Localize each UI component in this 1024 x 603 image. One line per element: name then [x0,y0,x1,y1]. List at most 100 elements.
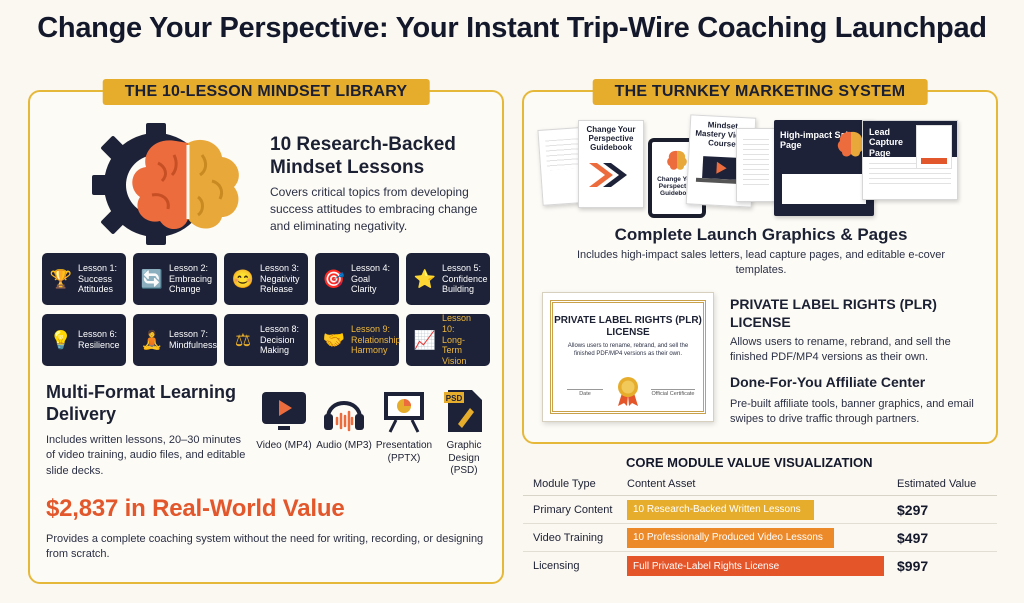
lessons-heading: 10 Research-Backed Mindset Lessons [270,134,456,178]
value-bar: 10 Research-Backed Written Lessons [627,499,814,520]
lesson-card-2: 🔄 Lesson 2:Embracing Change [133,253,217,305]
certificate-date-line: Date [567,389,603,397]
lessons-description: Covers critical topics from developing s… [270,185,478,233]
format-video: Video (MP4) [254,388,314,478]
real-world-value-heading: $2,837 in Real-World Value [46,495,345,522]
lesson-topic: Resilience [78,340,120,350]
estimated-value-cell: $497 [897,529,929,546]
marketing-system-banner: THE TURNKEY MARKETING SYSTEM [592,79,928,105]
format-graphic-design: PSD Graphic Design (PSD) [434,388,494,478]
lesson-topic: Negativity Release [260,273,300,295]
lesson-topic: Goal Clarity [351,273,377,295]
lesson-card-7: 🧘 Lesson 7:Mindfulness [133,314,217,366]
marketing-system-panel: THE TURNKEY MARKETING SYSTEM Change Your… [522,79,998,444]
lesson-card-8: ⚖ Lesson 8:Decision Making [224,314,308,366]
lesson-card-1: 🏆 Lesson 1:Success Attitudes [42,253,126,305]
video-course-mockup: Mindset Mastery Video Course [685,114,757,208]
format-list: Video (MP4) Audio (MP3) [254,388,494,478]
sales-page-title: High-impact Sales Page [780,130,859,151]
scales-icon: ⚖ [234,329,252,350]
psd-file-icon: PSD [444,390,482,432]
lesson-label: Lesson 6: [78,329,118,340]
real-world-value-description: Provides a complete coaching system with… [46,533,484,561]
video-player-icon [262,392,306,430]
brain-gear-icon [92,123,239,245]
lesson-label: Lesson 5: [442,262,482,273]
target-icon: 🎯 [322,268,346,289]
lesson-topic: Embracing Change [169,273,213,295]
guidebook-mockup-title: Change Your Perspective Guidebook [586,125,636,153]
module-type-cell: Primary Content [533,503,613,516]
meditation-icon: 🧘 [140,329,164,350]
lesson-card-3: 😊 Lesson 3:Negativity Release [224,253,308,305]
module-type-cell: Licensing [533,560,580,572]
faces-icon: 😊 [231,268,255,289]
mindset-library-panel: THE 10-LESSON MINDSET LIBRARY 10 Researc… [28,79,504,584]
laptop-icon [695,155,747,184]
module-type-cell: Video Training [533,531,604,544]
psd-badge: PSD [446,394,463,403]
certificate-text: Allows users to rename, rebrand, and sel… [567,343,689,357]
format-label: Audio (MP3) [316,440,372,451]
plr-license-heading: PRIVATE LABEL RIGHTS (PLR) LICENSE [730,296,937,330]
table-row: Licensing Full Private-Label Rights Lice… [523,552,997,580]
award-seal-icon [618,377,638,406]
value-bar: 10 Professionally Produced Video Lessons [627,527,834,548]
presentation-board-icon [384,392,424,433]
mindset-library-banner: THE 10-LESSON MINDSET LIBRARY [102,79,430,105]
format-presentation: Presentation (PPTX) [374,388,434,478]
lesson-card-5: ⭐ Lesson 5:Confidence Building [406,253,490,305]
launch-mockups-image: Change Your Perspective Guidebook Change… [537,114,984,222]
column-header-module-type: Module Type [533,477,596,490]
growth-chart-icon: 📈 [413,329,437,350]
trophy-icon: 🏆 [49,268,73,289]
cycle-arrows-icon: 🔄 [140,268,164,289]
lesson-label: Lesson 10: [442,313,472,334]
lesson-topic: Relationship Harmony [351,334,401,356]
format-label: Video (MP4) [256,440,312,451]
brain-icon [837,131,865,157]
page-title: Change Your Perspective: Your Instant Tr… [37,12,987,44]
lead-page-title: Lead Capture Page [869,127,904,158]
estimated-value-cell: $297 [897,501,929,518]
lesson-topic: Long-Term Vision [442,334,467,367]
lesson-label: Lesson 4: [351,262,391,273]
certificate-title: PRIVATE LABEL RIGHTS (PLR) LICENSE [554,315,702,338]
launch-graphics-heading: Complete Launch Graphics & Pages [614,225,908,244]
plr-license-description: Allows users to rename, rebrand, and sel… [730,336,951,364]
estimated-value-cell: $997 [897,558,929,574]
multi-format-heading: Multi-Format Learning Delivery [46,382,236,424]
sales-page-mockup: High-impact Sales Page [774,120,874,216]
headphones-icon [324,401,364,432]
document-mockup [736,128,776,202]
value-bar: Full Private-Label Rights License [627,556,884,576]
lesson-topic: Mindfulness [169,340,218,350]
lesson-card-6: 💡 Lesson 6:Resilience [42,314,126,366]
table-header: Module Type Content Asset Estimated Valu… [523,472,997,496]
guidebook-mockup: Change Your Perspective Guidebook [578,120,644,208]
lesson-label: Lesson 2: [169,262,209,273]
lesson-card-9: 🤝 Lesson 9:Relationship Harmony [315,314,401,366]
format-label: Presentation (PPTX) [375,440,433,464]
format-audio: Audio (MP3) [314,388,374,478]
handshake-icon: 🤝 [322,329,346,350]
table-row: Primary Content 10 Research-Backed Writt… [523,496,997,524]
lightbulb-icon: 💡 [49,329,73,350]
lesson-label: Lesson 9: [351,323,391,334]
star-hand-icon: ⭐ [413,268,437,289]
affiliate-center-description: Pre-built affiliate tools, banner graphi… [730,398,974,426]
column-header-estimated-value: Estimated Value [897,477,977,490]
value-table-title: CORE MODULE VALUE VISUALIZATION [626,455,873,470]
lesson-label: Lesson 1: [78,262,118,273]
tablet-title: Change Your Perspective Guidebook [657,176,697,198]
lesson-label: Lesson 7: [169,329,209,340]
column-header-content-asset: Content Asset [627,477,696,490]
table-row: Video Training 10 Professionally Produce… [523,524,997,552]
lesson-topic: Confidence Building [442,273,488,295]
format-label: Graphic Design (PSD) [446,440,482,476]
multi-format-description: Includes written lessons, 20–30 minutes … [46,434,246,477]
lesson-card-4: 🎯 Lesson 4:Goal Clarity [315,253,399,305]
lesson-topic: Success Attitudes [78,273,114,295]
launch-graphics-description: Includes high-impact sales letters, lead… [576,249,946,277]
chevron-graphic-icon [589,162,627,187]
